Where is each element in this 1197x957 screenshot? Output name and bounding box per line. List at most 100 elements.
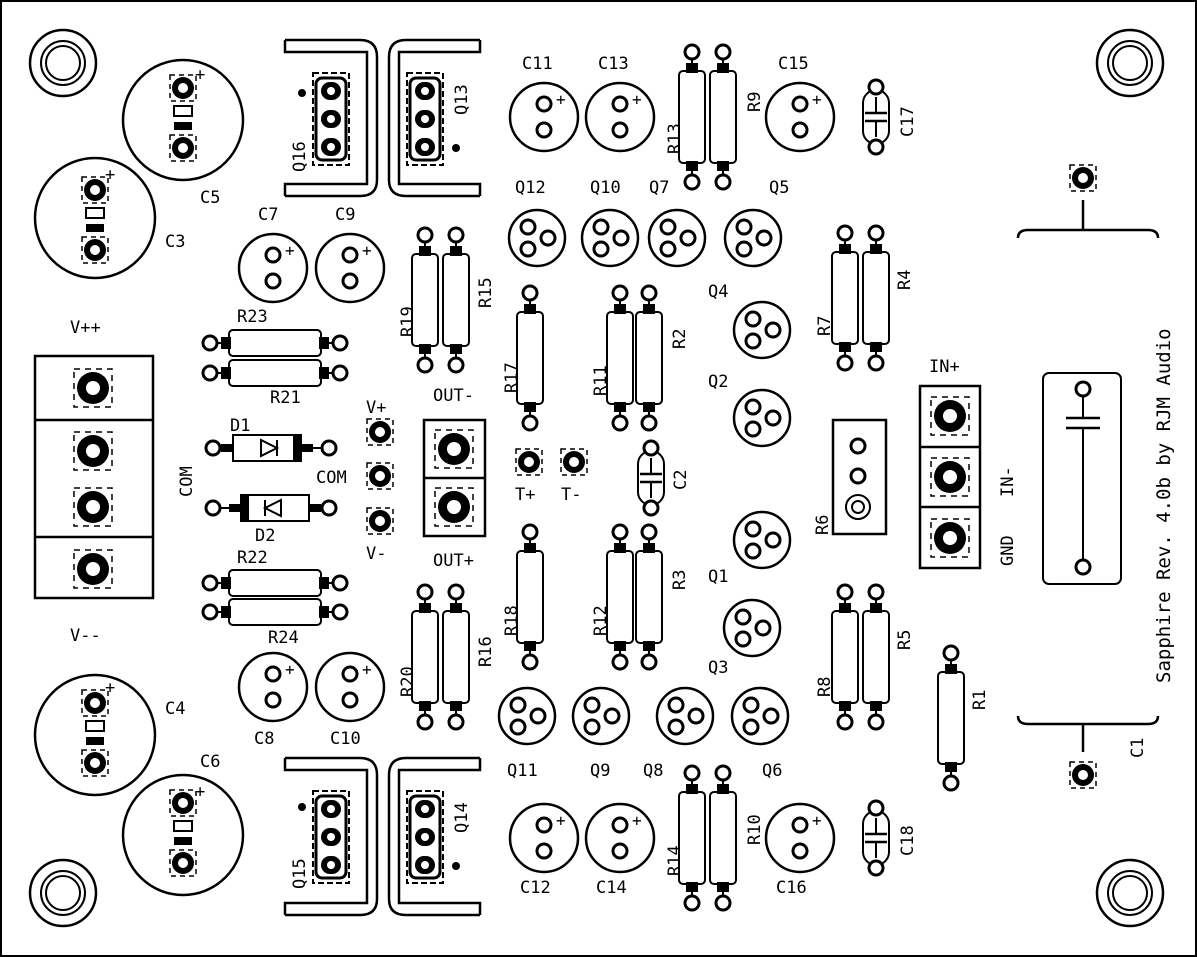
label-c11: C11: [522, 54, 553, 74]
label-com: COM: [316, 468, 347, 488]
label-q4: Q4: [708, 282, 728, 302]
label-q5: Q5: [769, 178, 789, 198]
label-c2: C2: [671, 470, 691, 490]
label-c14: C14: [596, 878, 627, 898]
label-r23: R23: [237, 307, 268, 327]
capacitor-c16: [766, 804, 834, 872]
label-q3: Q3: [708, 658, 728, 678]
label-r8: R8: [815, 677, 835, 697]
label-c1: C1: [1128, 738, 1148, 758]
capacitor-c9: [316, 234, 384, 302]
label-in-plus: IN+: [929, 357, 960, 377]
label-q13: Q13: [452, 84, 472, 115]
pad-v-plus: [366, 418, 394, 446]
label-q6: Q6: [762, 761, 782, 781]
capacitor-c15: [766, 83, 834, 151]
heatsink-q13: [387, 38, 482, 198]
label-c13: C13: [598, 54, 629, 74]
transistor-q11: [499, 688, 555, 744]
mounting-hole: [28, 858, 98, 928]
label-c16: C16: [776, 878, 807, 898]
capacitor-c6: +: [121, 773, 245, 897]
label-c18: C18: [898, 825, 918, 856]
label-q11: Q11: [507, 761, 538, 781]
capacitor-c7: [239, 234, 307, 302]
svg-text:+: +: [195, 782, 205, 802]
svg-text:+: +: [195, 65, 205, 85]
label-d1: D1: [230, 416, 250, 436]
label-out-plus: OUT+: [433, 551, 474, 571]
output-connector: [422, 418, 487, 538]
label-c7: C7: [258, 205, 278, 225]
label-com-power: COM: [177, 466, 197, 497]
label-r13: R13: [665, 123, 685, 154]
label-r7: R7: [815, 316, 835, 336]
label-in-minus: IN-: [998, 466, 1018, 497]
input-connector: [918, 384, 982, 570]
label-gnd: GND: [998, 535, 1018, 566]
label-v-minus: V-: [366, 544, 386, 564]
label-r16: R16: [476, 636, 496, 667]
label-vpp: V++: [70, 318, 101, 338]
board-title: Sapphire Rev. 4.0b by RJM Audio: [1153, 328, 1175, 683]
label-c15: C15: [778, 54, 809, 74]
transistor-q9: [573, 688, 629, 744]
label-r11: R11: [591, 365, 611, 396]
capacitor-c14: [586, 804, 654, 872]
label-r17: R17: [502, 362, 522, 393]
label-r20: R20: [398, 666, 418, 697]
pad-t-minus: [560, 448, 588, 476]
pad-v-minus: [366, 507, 394, 535]
label-c17: C17: [898, 106, 918, 137]
transistor-q4: [734, 302, 790, 358]
capacitor-c10: [316, 653, 384, 721]
label-out-minus: OUT-: [433, 386, 474, 406]
label-v-plus: V+: [366, 398, 386, 418]
capacitor-c13: [586, 83, 654, 151]
transistor-q8: [657, 688, 713, 744]
label-r5: R5: [895, 630, 915, 650]
label-t-plus: T+: [515, 485, 535, 505]
mounting-hole: [28, 28, 98, 98]
label-c4: C4: [165, 699, 185, 719]
label-r18: R18: [502, 605, 522, 636]
label-r1: R1: [970, 690, 990, 710]
label-c6: C6: [200, 752, 220, 772]
label-q10: Q10: [590, 178, 621, 198]
heatsink-q16: [283, 38, 379, 198]
capacitor-c8: [239, 653, 307, 721]
trimmer-r6: [831, 418, 888, 536]
pad-com: [366, 462, 394, 490]
label-r12: R12: [591, 605, 611, 636]
capacitor-c11: [510, 83, 578, 151]
transistor-q3: [724, 600, 780, 656]
heatsink-q14: [387, 756, 482, 917]
label-c9: C9: [335, 205, 355, 225]
capacitor-c4: +: [33, 673, 157, 797]
label-c3: C3: [165, 232, 185, 252]
label-r10: R10: [745, 814, 765, 845]
label-q15: Q15: [290, 858, 310, 889]
svg-text:+: +: [105, 165, 115, 185]
capacitor-c3: +: [33, 156, 157, 280]
label-r9: R9: [745, 92, 765, 112]
label-r3: R3: [670, 570, 690, 590]
svg-text:+: +: [105, 678, 115, 698]
label-q12: Q12: [515, 178, 546, 198]
capacitor-c12: [510, 804, 578, 872]
label-r22: R22: [237, 548, 268, 568]
label-vmm: V--: [70, 626, 101, 646]
label-c12: C12: [520, 878, 551, 898]
diode-d2: [204, 494, 338, 522]
label-q8: Q8: [643, 761, 663, 781]
transistor-q12: [509, 210, 565, 266]
label-t-minus: T-: [561, 485, 581, 505]
diode-d1: [204, 434, 338, 462]
mounting-hole: [1095, 28, 1165, 98]
transistor-q5: [725, 210, 781, 266]
label-q7: Q7: [649, 178, 669, 198]
label-q9: Q9: [590, 761, 610, 781]
label-q1: Q1: [708, 567, 728, 587]
label-r14: R14: [665, 845, 685, 876]
label-r4: R4: [895, 270, 915, 290]
